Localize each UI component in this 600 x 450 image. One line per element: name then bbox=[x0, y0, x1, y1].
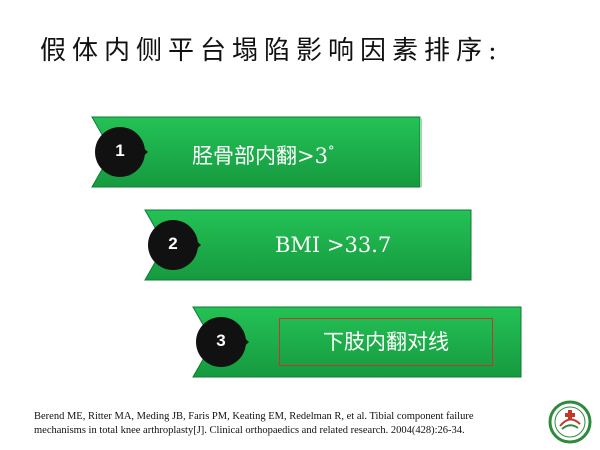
item-3-bar-shape bbox=[192, 306, 522, 378]
item-3-number: 3 bbox=[216, 331, 226, 350]
item-1-label: 胫骨部内翻>3 bbox=[192, 144, 328, 168]
item-2-text: BMI >33.7 bbox=[275, 233, 392, 257]
item-1-text: 胫骨部内翻>3° bbox=[192, 117, 334, 187]
item-1-degree: ° bbox=[327, 144, 335, 159]
item-3-text-box: 下肢内翻对线 bbox=[279, 318, 493, 366]
hospital-emblem-icon bbox=[548, 400, 592, 444]
item-2-number: 2 bbox=[168, 234, 178, 253]
slide-title: 假体内侧平台塌陷影响因素排序: bbox=[40, 36, 503, 66]
item-2-bar-shape bbox=[144, 209, 472, 281]
list-item-2: 2 BMI >33.7 bbox=[144, 209, 473, 281]
reference-line-1: Berend ME, Ritter MA, Meding JB, Faris P… bbox=[34, 411, 474, 422]
item-1-number: 1 bbox=[115, 141, 125, 160]
list-item-3: 3 下肢内翻对线 bbox=[192, 306, 523, 378]
reference-citation: Berend ME, Ritter MA, Meding JB, Faris P… bbox=[34, 410, 534, 438]
reference-line-2: mechanisms in total knee arthroplasty[J]… bbox=[34, 425, 465, 436]
item-1-bar-shape bbox=[91, 116, 422, 188]
list-item-1: 1 胫骨部内翻>3° bbox=[91, 116, 422, 188]
